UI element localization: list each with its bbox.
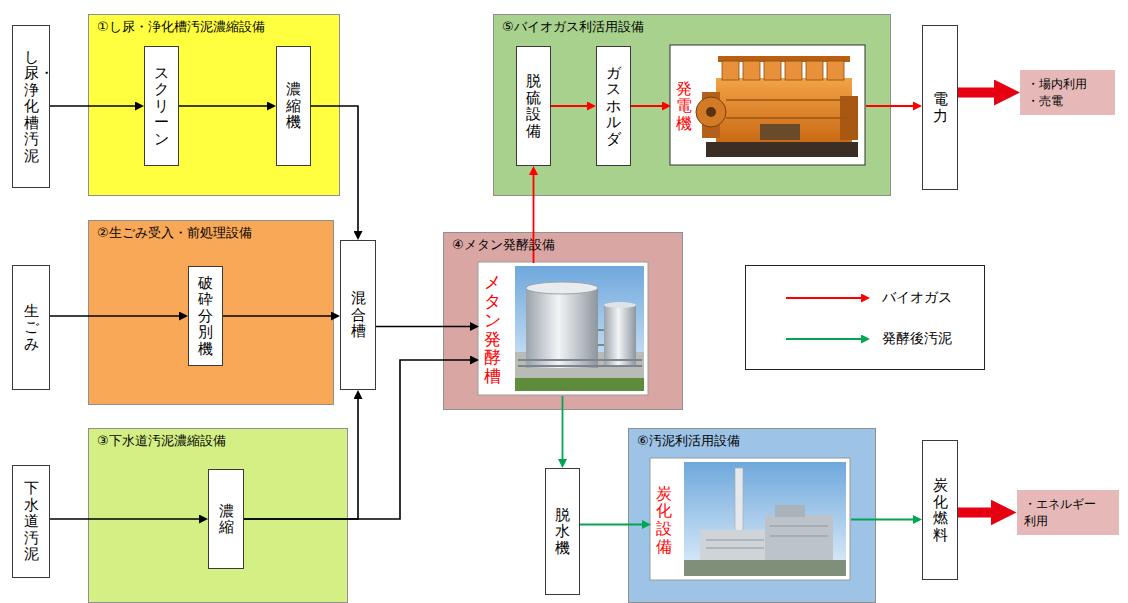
process-box: 濃縮 xyxy=(208,469,244,569)
box-label: ・場内利用 xyxy=(1027,76,1087,92)
flow-arrow xyxy=(50,518,204,520)
box-label: 破砕分別機 xyxy=(198,275,213,358)
process-box: 濃縮機 xyxy=(276,46,311,166)
box-label: メタン発酵槽 xyxy=(484,273,501,385)
box-label: 下水道汚泥 xyxy=(24,480,39,563)
facility-group: ③下水道汚泥濃縮設備濃縮 xyxy=(88,428,348,603)
process-box: 脱水機 xyxy=(545,468,580,595)
input-box: し尿・浄化槽汚泥 xyxy=(12,25,50,188)
flow-arrow xyxy=(958,88,1007,98)
input-box: 下水道汚泥 xyxy=(12,465,50,578)
flow-arrow xyxy=(866,105,918,107)
facility-group: ⑥汚泥利活用設備炭化設備 xyxy=(628,428,876,603)
flow-arrow xyxy=(376,326,475,328)
facility-group: ①し尿・浄化槽汚泥濃縮設備スクリーン 濃縮機 xyxy=(88,14,340,196)
facility-group: ②生ごみ受入・前処理設備破砕分別機 xyxy=(88,220,334,405)
flow-arrow xyxy=(179,105,272,107)
process-box: ガスホルダ xyxy=(596,46,631,166)
box-label: 濃縮 xyxy=(219,503,234,536)
box-label: 脱硫設備 xyxy=(526,73,541,139)
box-label: 炭化設備 xyxy=(656,485,672,555)
legend-label: 発酵後汚泥 xyxy=(882,330,952,348)
box-label: 炭化燃料 xyxy=(933,477,948,543)
facility-group: ⑤バイオガス利活用設備脱硫設備 ガスホルダ 発電機 xyxy=(493,14,891,196)
box-label: 混合槽 xyxy=(351,290,366,340)
equipment-picture-box: メタン発酵槽 xyxy=(479,263,649,396)
flow-arrow xyxy=(551,105,592,107)
generator-picture xyxy=(670,45,865,165)
group-title: ④メタン発酵設備 xyxy=(444,233,682,254)
output-box: ・場内利用・売電 xyxy=(1020,70,1115,115)
group-title: ③下水道汚泥濃縮設備 xyxy=(89,429,347,450)
process-box: 混合槽 xyxy=(340,240,376,390)
flow-arrow xyxy=(958,508,1004,518)
digester-tank-picture xyxy=(478,262,648,395)
flow-arrow xyxy=(562,396,564,464)
flow-arrow xyxy=(50,315,184,317)
flow-arrow xyxy=(50,105,140,107)
carbonization-plant-picture xyxy=(650,458,850,580)
box-label: スクリーン xyxy=(154,65,169,148)
process-box: 破砕分別機 xyxy=(188,266,223,366)
group-title: ⑤バイオガス利活用設備 xyxy=(494,15,890,36)
flow-arrow xyxy=(631,105,667,107)
process-box: 脱硫設備 xyxy=(516,46,551,166)
group-title: ⑥汚泥利活用設備 xyxy=(629,429,875,450)
input-box: 炭化燃料 xyxy=(922,440,958,580)
flow-arrow xyxy=(533,170,535,263)
flow-arrow xyxy=(851,519,918,521)
box-label: 生ごみ xyxy=(24,303,39,353)
legend-line-sample xyxy=(784,291,872,305)
facility-group: ④メタン発酵設備メタン発酵槽 xyxy=(443,232,683,410)
box-label: ・売電 xyxy=(1027,93,1063,109)
legend-line-sample xyxy=(784,332,872,346)
process-box: スクリーン xyxy=(144,46,179,166)
equipment-picture-box: 炭化設備 xyxy=(651,459,851,581)
legend-item: バイオガス xyxy=(784,288,952,308)
flow-arrow xyxy=(244,360,475,519)
box-label: ・エネルギー 利用 xyxy=(1024,496,1119,528)
flow-arrow xyxy=(580,524,647,526)
box-label: 濃縮機 xyxy=(286,81,301,131)
equipment-picture-box: 発電機 xyxy=(671,46,866,166)
box-label: 脱水機 xyxy=(555,507,570,557)
flow-arrow xyxy=(244,394,358,519)
box-label: し尿・浄化槽汚泥 xyxy=(24,49,39,165)
legend-label: バイオガス xyxy=(882,289,952,307)
flow-arrow xyxy=(223,315,336,317)
input-box: 生ごみ xyxy=(12,265,50,390)
box-label: 発電機 xyxy=(676,80,692,133)
box-label: 電力 xyxy=(933,91,948,124)
flow-arrow xyxy=(311,106,358,236)
group-title: ①し尿・浄化槽汚泥濃縮設備 xyxy=(89,15,339,36)
input-box: 電力 xyxy=(922,25,958,190)
group-title: ②生ごみ受入・前処理設備 xyxy=(89,221,333,242)
legend-item: 発酵後汚泥 xyxy=(784,329,952,349)
legend-box: バイオガス発酵後汚泥 xyxy=(745,265,985,370)
box-label: ガスホルダ xyxy=(606,65,621,148)
output-box: ・エネルギー 利用 xyxy=(1017,490,1119,535)
